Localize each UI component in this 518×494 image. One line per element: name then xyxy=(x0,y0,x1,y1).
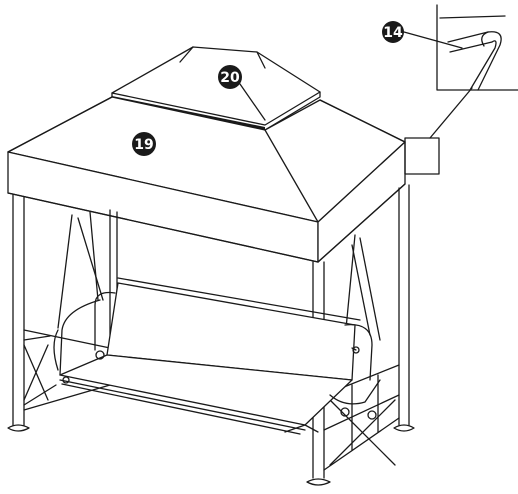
callout-19-label: 19 xyxy=(134,137,153,153)
vent-cap xyxy=(111,46,321,126)
callout-19: 19 xyxy=(132,132,156,156)
swing-seat xyxy=(53,277,381,435)
callout-20: 20 xyxy=(218,65,242,89)
callout-20-badge xyxy=(218,65,242,89)
detail-inset xyxy=(403,4,518,175)
left-truss xyxy=(23,329,111,411)
callout-14-badge xyxy=(382,21,404,43)
callout-20-label: 20 xyxy=(220,70,240,86)
detail-frame xyxy=(436,4,518,91)
callout-19-badge xyxy=(132,132,156,156)
canopy xyxy=(7,46,406,263)
callout-14: 14 xyxy=(382,21,404,43)
detail-marker-box xyxy=(404,137,440,175)
callout-20-leader xyxy=(239,83,266,121)
callout-14-label: 14 xyxy=(383,25,403,41)
